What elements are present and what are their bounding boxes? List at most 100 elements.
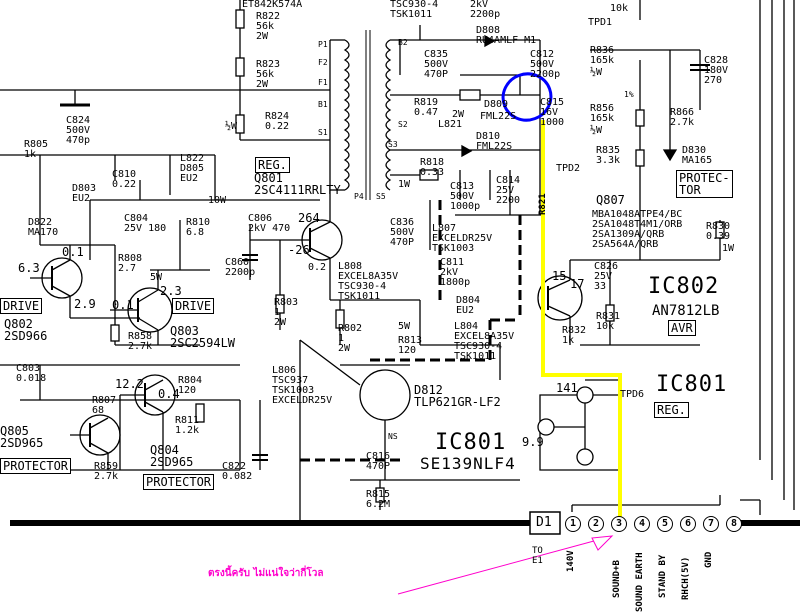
label-d830: D830 MA165: [682, 145, 713, 166]
label-c816: C816 470P: [366, 451, 391, 472]
label-d804: D804 EU2: [456, 295, 481, 316]
label-r824-w: ½W: [225, 121, 238, 132]
label-r802: R802 1 2W: [338, 323, 363, 354]
label-tpd6: TPD6: [620, 389, 645, 400]
label-r819: R819 0.47: [414, 97, 439, 118]
label-r824: R824 0.22: [265, 111, 290, 132]
label-q803: Q803 2SC2594LW: [170, 324, 236, 350]
label-c803: C803 0.018: [16, 363, 47, 384]
label-n99: 9.9: [522, 435, 544, 449]
label-tpd2: TPD2: [556, 163, 581, 174]
connector-pin-6: 6: [680, 516, 696, 532]
label-tsc-top: TSC930-4 TSK1011: [390, 0, 439, 20]
label-l808: L808 EXCEL8A35V TSC930-4 TSK1011: [338, 261, 399, 302]
label-r805: R805 1k: [24, 139, 49, 160]
label-r815: R815 6.2M: [366, 489, 391, 510]
label-r836-w: ½W: [590, 67, 603, 78]
label-q805: Q805 2SD965: [0, 424, 44, 450]
label-d803: D803 EU2: [72, 183, 97, 204]
label-t-f1: F1: [318, 78, 328, 87]
label-d810: D810 FML22S: [476, 131, 513, 152]
connector-id: D1: [536, 515, 552, 530]
label-q802: Q802 2SD966: [4, 317, 48, 343]
label-r832: R832 1k: [562, 325, 587, 346]
label-r813: R813 120: [398, 335, 423, 356]
label-c814: C814 25V 2200: [496, 175, 521, 206]
label-c822: C822 0.082: [222, 461, 253, 482]
connector-label-sound-b: SOUND+B: [612, 560, 622, 598]
label-t-b1: B1: [318, 100, 328, 109]
label-r807: R807 68: [92, 395, 117, 416]
label-r803: R803 1 2W: [274, 297, 299, 328]
label-l822: L822 D805 EU2: [180, 153, 205, 184]
connector-label-gnd: GND: [704, 551, 714, 568]
label-r831: R831 10k: [596, 311, 621, 332]
label-ic801-r: IC801: [656, 372, 728, 397]
label-t-s3: S3: [388, 140, 398, 149]
label-n01b: 0.1: [112, 298, 134, 312]
connector-pin-3: 3: [611, 516, 627, 532]
label-tpd1: TPD1: [588, 17, 613, 28]
label-10k-top: 10k: [610, 3, 629, 14]
label-q807-parts: MBA1048ATPE4/BC 2SA1048T4M1/ORB 2SA1309A…: [592, 209, 683, 250]
connector-pin-8: 8: [726, 516, 742, 532]
label-t-s1: S1: [318, 128, 328, 137]
label-r830-w: 1W: [722, 243, 735, 254]
label-r810: R810 6.8: [186, 217, 211, 238]
label-drive1: DRIVE: [0, 298, 43, 314]
label-l821: L821: [438, 119, 463, 130]
label-r818-w: 1W: [398, 179, 411, 190]
label-r804: R804 120: [178, 375, 203, 396]
label-n63: 6.3: [18, 261, 40, 275]
connector-label-sound-earth: SOUND EARTH: [635, 552, 645, 612]
label-t-s2: S2: [398, 120, 408, 129]
connector-pin-5: 5: [657, 516, 673, 532]
label-protector2: PROTECTOR: [143, 474, 215, 490]
label-c824: C824 500V 470p: [66, 115, 91, 146]
annotation-note: ตรงนี้ครับ ไม่แน่ใจว่ากี่โวล: [208, 568, 324, 579]
connector-label-stand-by: STAND BY: [658, 554, 668, 598]
label-c810: C810 0.22: [112, 169, 137, 190]
connector-label-rhch: RHCH(5V): [681, 556, 691, 600]
label-n122: 12.2: [115, 377, 144, 391]
label-ic802: IC802: [648, 274, 720, 299]
label-n02: 0.2: [308, 262, 327, 273]
label-r808: R808 2.7: [118, 253, 143, 274]
label-c828: C828 180V 270: [704, 55, 729, 86]
label-r836: R836 165k: [590, 45, 615, 66]
label-r819-w: 2W: [452, 109, 465, 120]
label-t-f2: F2: [318, 58, 328, 67]
connector-pin-4: 4: [634, 516, 650, 532]
label-n264: 264: [298, 211, 320, 225]
label-n17: 17: [570, 277, 585, 291]
connector-to-e1: TO E1: [532, 546, 543, 566]
label-n15: 15: [552, 269, 567, 283]
label-r835: R835 3.3k: [596, 145, 621, 166]
label-l807: L807 EXCELDR25V TSK1003: [432, 223, 493, 254]
label-d822: D822 MA170: [28, 217, 59, 238]
connector-pin-1: 1: [565, 516, 581, 532]
label-n23: 2.3: [160, 284, 182, 298]
label-c812: C812 500V 2200p: [530, 49, 561, 80]
label-avr: AVR: [668, 320, 696, 336]
label-q807: Q807: [596, 193, 625, 207]
label-t-b2: B2: [398, 38, 408, 47]
label-q804: Q804 2SD965: [150, 443, 194, 469]
label-r821: R821: [538, 193, 548, 215]
label-fml: FML22S: [480, 111, 517, 122]
label-c826: C826 25V 33: [594, 261, 619, 292]
label-r866: R866 2.7k: [670, 107, 695, 128]
label-c804: C804 25V 180: [124, 213, 167, 234]
label-q801: Q801 2SC4111RRLTY: [254, 171, 341, 197]
label-r822: R822 56k 2W: [256, 11, 281, 42]
label-r823: R823 56k 2W: [256, 59, 281, 90]
label-r856-w: ½W: [590, 125, 603, 136]
label-n26: -26: [288, 243, 310, 257]
label-r859: R859 2.7k: [94, 461, 119, 482]
label-r858: R858 2.7k: [128, 331, 153, 352]
label-n04: 0.4: [158, 387, 180, 401]
label-n141: 141: [556, 381, 578, 395]
label-r808-w: 5W: [150, 272, 163, 283]
label-l804: L804 EXCEL8A35V TSC930-4 TSK1011: [454, 321, 515, 362]
label-c815: C815 16V 1000: [540, 97, 565, 128]
